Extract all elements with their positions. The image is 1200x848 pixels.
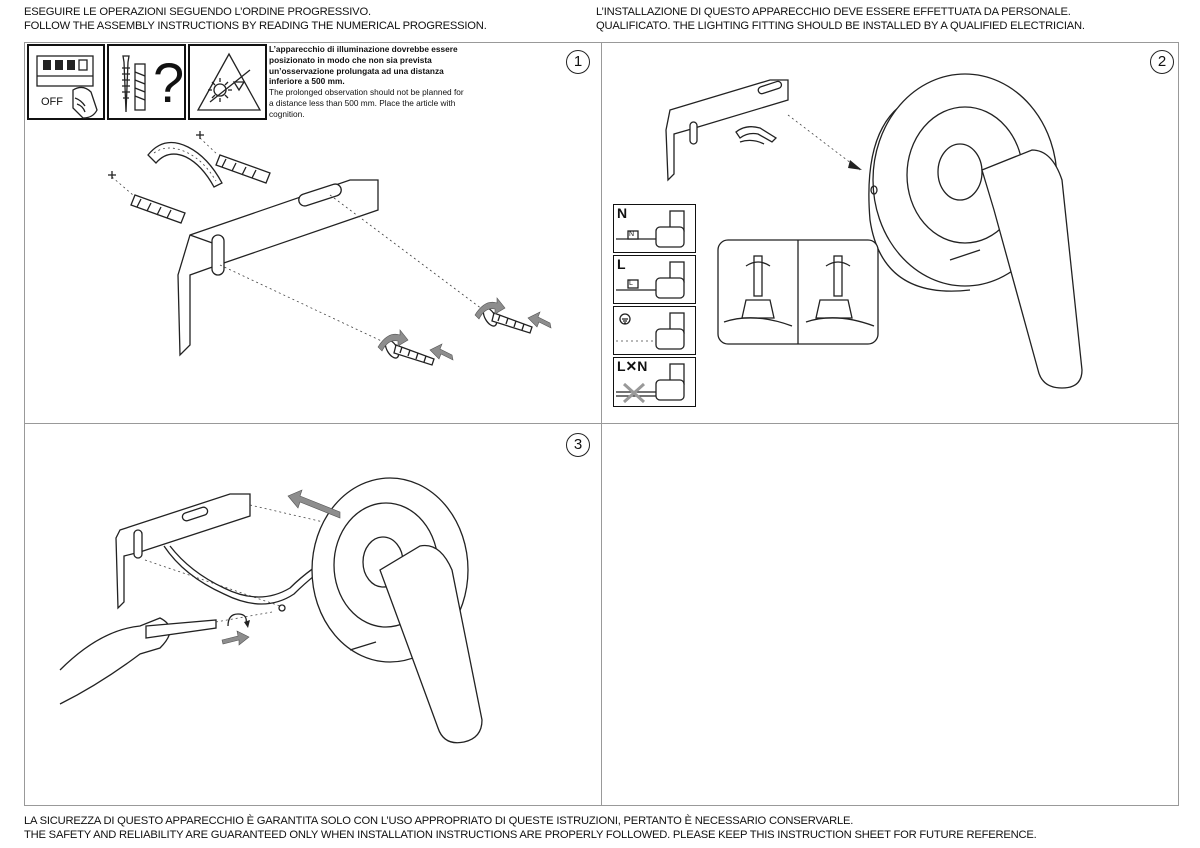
push-arrow-icon [221, 630, 250, 646]
footer-line1: LA SICUREZZA DI QUESTO APPARECCHIO È GAR… [24, 815, 854, 827]
header-left-line1: ESEGUIRE LE OPERAZIONI SEGUENDO L’ORDINE… [24, 6, 371, 18]
question-mark-icon: ? [153, 51, 185, 114]
glare-warning-box [188, 44, 267, 120]
wall-bracket [177, 179, 379, 357]
wire-tag-n: N [629, 231, 635, 238]
wire-tag-l: L [629, 280, 633, 287]
rotation-arrow-icon [227, 613, 247, 627]
wall-plug-icon [108, 171, 186, 224]
header-right-line1: L’INSTALLAZIONE DI QUESTO APPARECCHIO DE… [596, 6, 1071, 18]
step1-bracket-mounting-illustration [108, 131, 552, 366]
wiring-no-cross-box [613, 357, 696, 407]
screw-icon [482, 307, 533, 334]
header-right-line2: QUALIFICATO. THE LIGHTING FITTING SHOULD… [596, 20, 1085, 32]
terminal-live-icon [616, 261, 685, 299]
circuit-breaker-icon [36, 55, 98, 119]
rotation-arrow-icon [377, 329, 409, 352]
glare-warning-text: L’apparecchio di illuminazione dovrebbe … [269, 44, 469, 120]
power-cable [735, 126, 778, 143]
power-cable [147, 141, 223, 188]
wiring-label-l: L [617, 256, 626, 272]
header-left-line2: FOLLOW THE ASSEMBLY INSTRUCTIONS BY READ… [24, 20, 487, 32]
lamp-body [278, 477, 483, 744]
lamp-arm [981, 149, 1083, 389]
warning-text-english: The prolonged observation should not be … [269, 87, 464, 119]
screwdriver-tighten-icon [805, 255, 875, 327]
no-direct-view-icon [196, 52, 262, 111]
earth-symbol-icon [616, 312, 685, 350]
wall-bracket [665, 79, 789, 182]
lamp-arm [379, 544, 483, 744]
step3-lamp-fixing-illustration [59, 477, 483, 744]
no-cross-wiring-icon [616, 363, 685, 404]
lamp-body [868, 73, 1083, 389]
wall-bracket [115, 493, 251, 610]
power-off-warning-box [27, 44, 105, 120]
tools-warning-box: ? [107, 44, 186, 120]
off-label: OFF [41, 96, 63, 108]
screw-and-plug-icon [122, 55, 146, 113]
wiring-earth-box [613, 306, 696, 355]
wiring-neutral-box [613, 204, 696, 253]
warning-text-italian: L’apparecchio di illuminazione dovrebbe … [269, 44, 458, 87]
step-number-1: 1 [566, 50, 590, 74]
screwdriver-unscrew-icon [723, 255, 793, 327]
step-number-3: 3 [566, 433, 590, 457]
step-number-2: 2 [1150, 50, 1174, 74]
grid-divider-horizontal [24, 423, 1179, 424]
wiring-label-l-x-n: L✕N [617, 358, 648, 374]
footer-line2: THE SAFETY AND RELIABILITY ARE GUARANTEE… [24, 829, 1037, 841]
wall-plug-icon [196, 131, 271, 184]
wiring-live-box [613, 255, 696, 304]
push-arrow-icon [527, 311, 552, 329]
step2-wiring-illustration [665, 73, 1083, 389]
grid-divider-vertical [601, 42, 602, 806]
direction-arrow-icon [287, 489, 341, 519]
wiring-label-n: N [617, 205, 628, 221]
rotation-arrow-icon [474, 297, 506, 320]
terminal-neutral-icon [616, 210, 685, 248]
push-arrow-icon [429, 343, 454, 361]
screwdriver-icon [59, 611, 273, 705]
